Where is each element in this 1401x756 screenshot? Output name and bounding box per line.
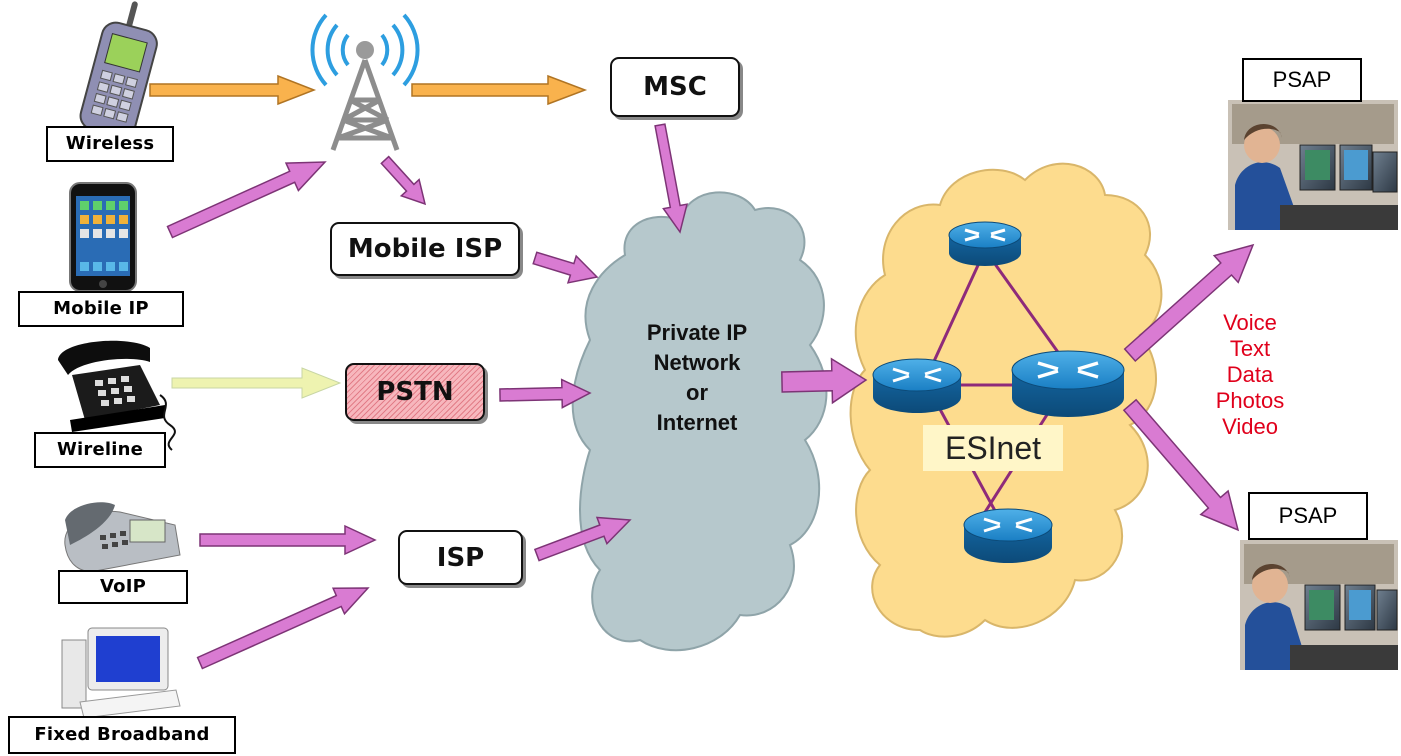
router-icon [963, 508, 1053, 563]
cell-tower-icon [310, 13, 420, 151]
node-mobile-isp: Mobile ISP [330, 222, 520, 276]
flow-arrow [654, 123, 689, 234]
flow-arrow [1123, 243, 1255, 363]
private-network-line2: Network [653, 350, 741, 375]
cell-phone-icon [79, 1, 158, 139]
device-label-wireline: Wireline [34, 432, 166, 468]
media-type-item: Video [1222, 414, 1278, 439]
flow-arrow [380, 155, 427, 206]
flow-arrow [499, 378, 592, 409]
private-network-line1: Private IP [646, 320, 748, 345]
dispatcher-photo-icon [1228, 100, 1398, 230]
flow-arrow [532, 251, 599, 284]
media-type-item: Photos [1215, 388, 1285, 413]
media-type-item: Data [1226, 362, 1274, 387]
device-label-wireless: Wireless [46, 126, 174, 162]
router-icon [872, 358, 962, 413]
device-label-fixed-broadband: Fixed Broadband [8, 716, 236, 754]
media-type-item: Text [1229, 336, 1271, 361]
private-network-line4: Internet [656, 410, 738, 435]
private-network-label: Private IP Network or Internet [612, 318, 782, 438]
flow-arrow [196, 587, 370, 670]
psap-label-top: PSAP [1242, 58, 1362, 102]
pink-arrows [166, 123, 1255, 670]
private-network-cloud [571, 191, 828, 652]
esinet-cloud [849, 162, 1163, 638]
node-msc: MSC [610, 57, 740, 117]
flow-arrow [781, 357, 868, 405]
router-icon [1011, 350, 1125, 417]
desktop-computer-icon [61, 627, 181, 719]
flow-arrow [166, 161, 327, 239]
dispatcher-photo-icon [1240, 540, 1398, 670]
flow-arrow [199, 524, 377, 556]
device-label-mobile-ip: Mobile IP [18, 291, 184, 327]
voip-phone-icon [64, 502, 181, 573]
device-label-voip: VoIP [58, 570, 188, 604]
node-pstn: PSTN [345, 363, 485, 421]
arrows [149, 74, 588, 399]
flow-arrow [533, 516, 632, 562]
psap-label-bottom: PSAP [1248, 492, 1368, 540]
private-network-line3: or [686, 380, 708, 405]
esinet-label: ESInet [923, 425, 1063, 471]
smartphone-icon [69, 182, 137, 292]
flow-arrow [1122, 398, 1240, 532]
media-type-item: Voice [1223, 310, 1277, 335]
router-icon [948, 221, 1022, 266]
node-isp: ISP [398, 530, 523, 585]
desk-phone-icon [58, 340, 176, 451]
